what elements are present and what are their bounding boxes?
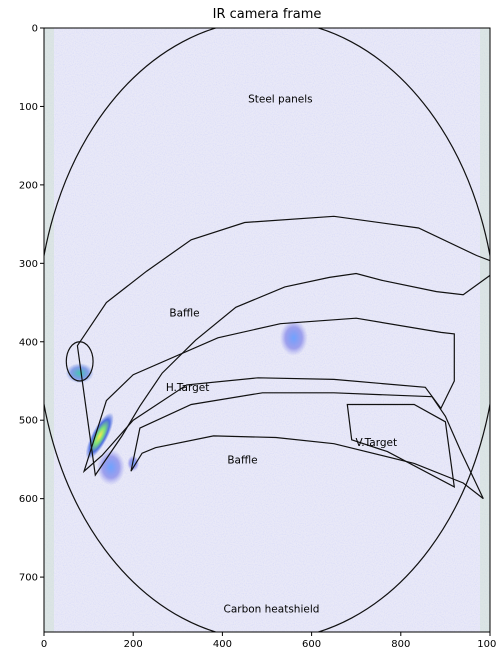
v-target-outline <box>346 403 456 488</box>
y-axis: 0 100 200 300 400 500 600 700 <box>19 24 44 584</box>
plot-frame <box>43 27 491 633</box>
x-tick-label: 200 <box>124 639 143 650</box>
region-label-3: Baffle <box>227 454 257 466</box>
x-tick-label: 600 <box>302 639 321 650</box>
y-tick-label: 400 <box>19 337 38 348</box>
y-tick-label: 0 <box>32 24 38 35</box>
region-label-1: Baffle <box>169 308 199 320</box>
x-tick-label: 800 <box>391 639 410 650</box>
y-tick-label: 700 <box>19 573 38 584</box>
region-labels: Steel panelsBaffleH.TargetBaffleV.Target… <box>166 94 397 616</box>
lower-target-outline <box>82 317 455 474</box>
region-outlines <box>44 28 490 632</box>
upper-baffle-outline <box>76 215 490 477</box>
x-tick-label: 0 <box>41 639 47 650</box>
y-tick-label: 500 <box>19 416 38 427</box>
y-tick-label: 100 <box>19 102 38 113</box>
region-label-5: Carbon heatshield <box>223 603 319 615</box>
region-label-2: H.Target <box>166 382 210 394</box>
hot-spot-3 <box>96 449 125 486</box>
lower-baffle-outline <box>130 392 484 500</box>
figure-title: IR camera frame <box>213 7 322 22</box>
y-tick-label: 200 <box>19 180 38 191</box>
hot-spot-2 <box>279 319 308 356</box>
region-label-4: V.Target <box>355 437 397 449</box>
y-tick-label: 300 <box>19 259 38 270</box>
x-tick-label: 400 <box>213 639 232 650</box>
y-tick-label: 600 <box>19 494 38 505</box>
hot-spot-layer <box>65 319 308 486</box>
region-label-0: Steel panels <box>248 94 313 106</box>
ir-image-area <box>44 28 490 632</box>
hot-spot-0 <box>85 412 114 460</box>
